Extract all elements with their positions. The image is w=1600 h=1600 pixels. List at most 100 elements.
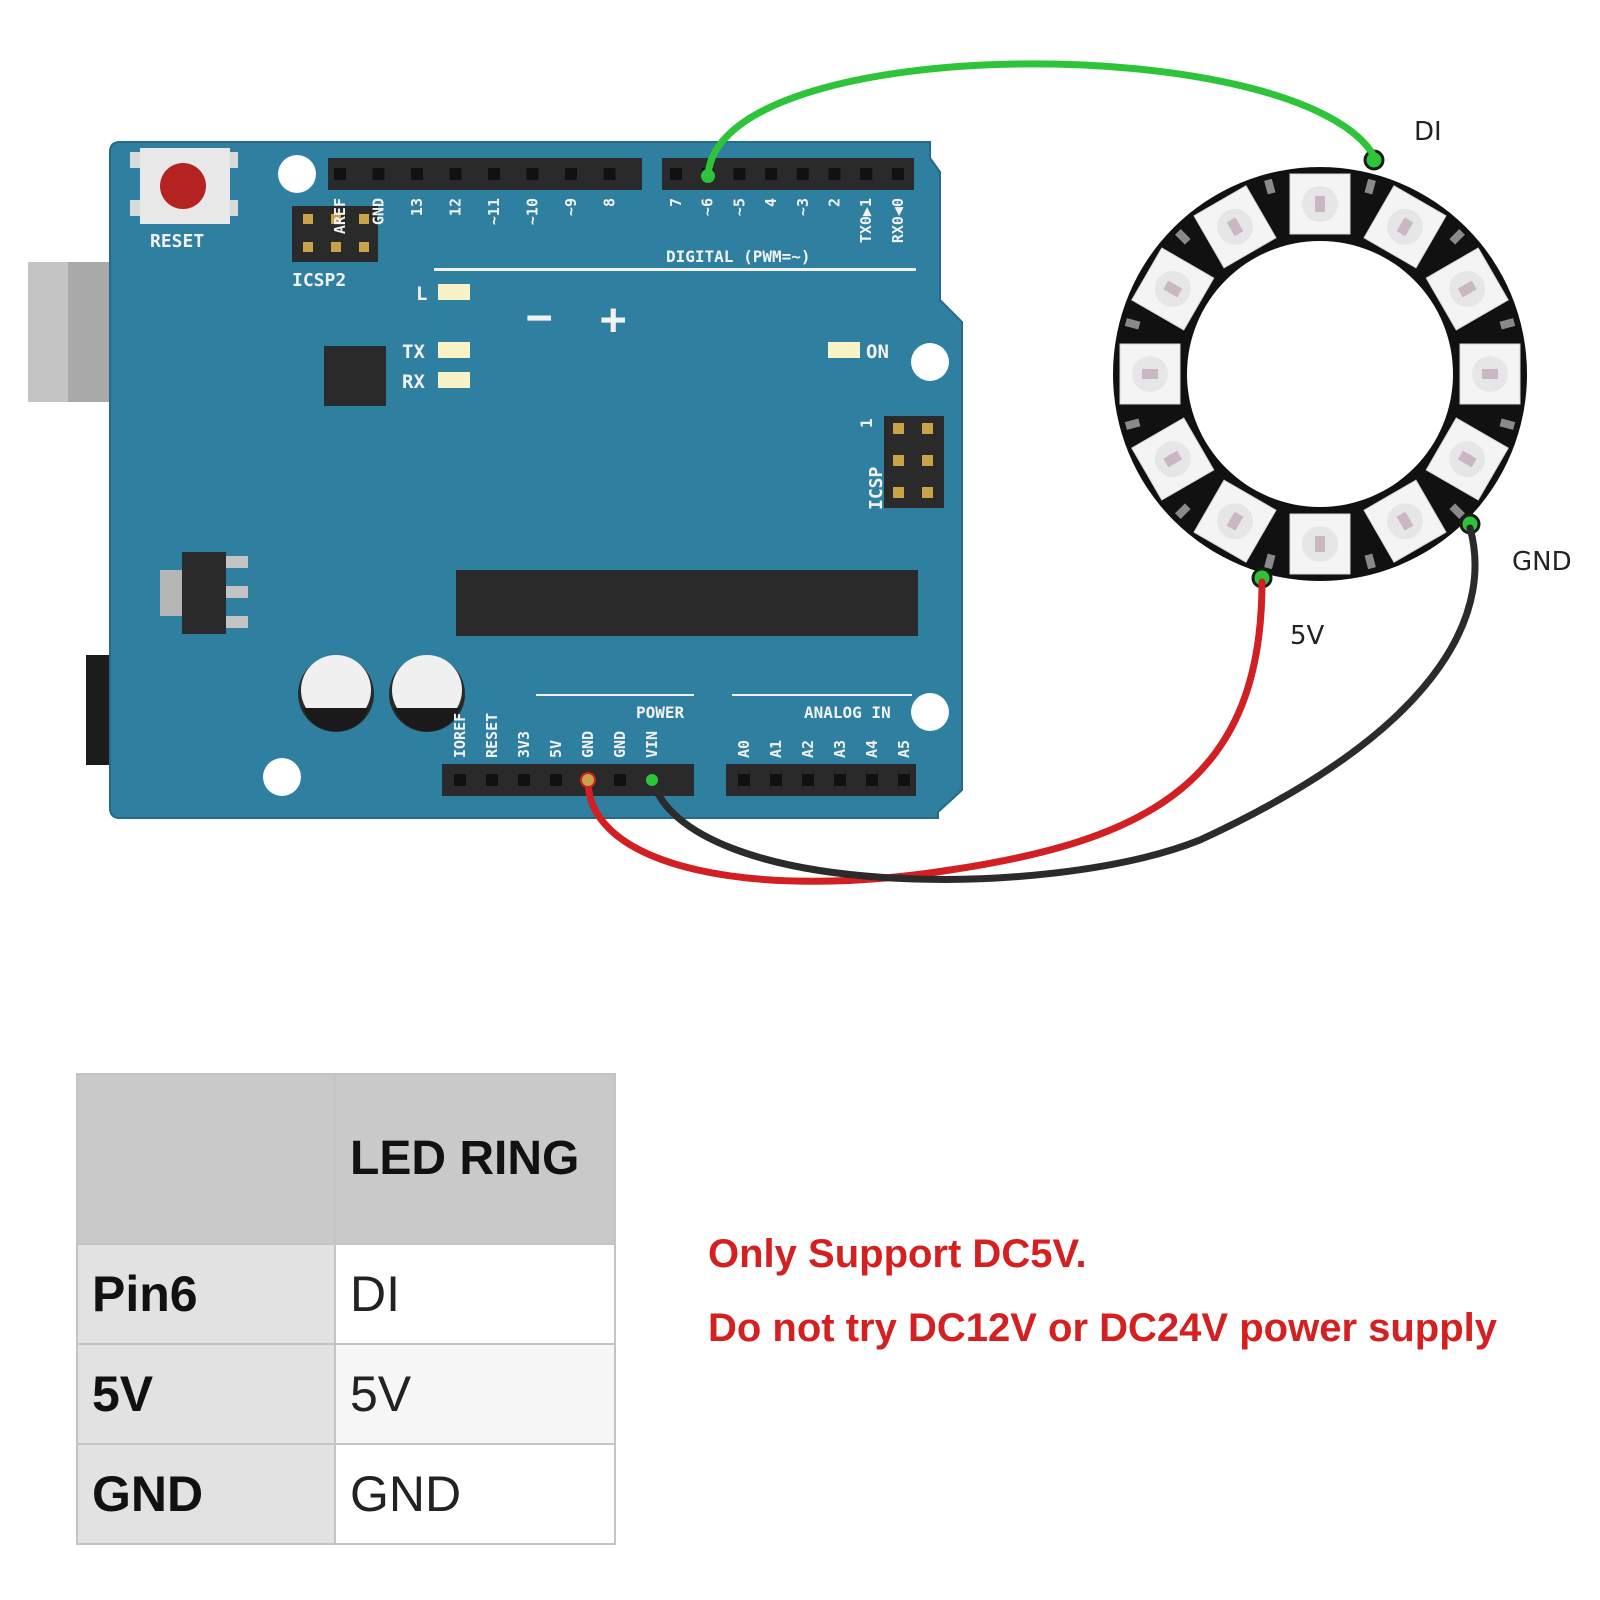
led-package [1289,513,1351,575]
wiring-table: LED RING Pin6 DI 5V 5V GND GND [76,1073,616,1545]
led-l [438,284,470,300]
ring-resistor [1124,418,1141,430]
mounting-hole [263,758,301,796]
pin-label: AREF [331,198,349,234]
header-pin [802,774,814,786]
pin-label: 8 [601,198,619,207]
led-rx [438,372,470,388]
ring-label-di: DI [1414,117,1442,147]
header-pin [796,168,809,180]
ring-resistor [1264,178,1276,195]
table-header-empty [76,1073,336,1245]
pin-label: ~10 [524,198,542,225]
led-package [1425,417,1509,501]
analog-label: ANALOG IN [804,703,891,722]
digital-label: DIGITAL (PWM=~) [666,247,811,266]
led-l-label: L [416,283,427,305]
silkscreen-line [434,268,916,271]
header-pin [765,168,778,180]
power-label: POWER [636,703,685,722]
ring-resistor [1364,178,1376,195]
header-pin [454,774,466,786]
ring-resistor [1175,229,1191,245]
header-pin [486,774,498,786]
led-package [1193,185,1277,269]
pin-label: 12 [447,198,465,216]
led-package [1193,479,1277,563]
table-cell: DI [334,1243,616,1345]
pin-label: ~6 [699,198,717,216]
led-tx [438,342,470,358]
capacitor [298,655,374,732]
ring-resistor [1499,418,1516,430]
gnd-wire-end [644,772,660,788]
pin-label: ~11 [485,198,503,225]
pin-label: TX0▶1 [857,198,875,243]
pin-label: A4 [863,740,881,758]
ring-resistor [1449,503,1465,519]
ring-resistor [1364,553,1376,570]
mounting-hole [911,343,949,381]
header-pin [828,168,841,180]
pin-label: 13 [408,198,426,216]
pin-label: 5V [547,740,565,758]
ring-resistor [1264,553,1276,570]
header-pin [770,774,782,786]
header-pin [898,774,910,786]
arduino-board [109,141,963,819]
led-package [1289,173,1351,235]
header-pin [488,168,500,180]
pin-label: A1 [767,740,785,758]
header-pin [334,168,346,180]
header-pin [411,168,423,180]
silkscreen-line [732,694,912,696]
pin-label: A5 [895,740,913,758]
warning-line-1: Only Support DC5V. [708,1232,1087,1276]
table-header-row: LED RING [76,1073,616,1245]
table-row: GND GND [76,1443,616,1545]
microcontroller-chip [456,570,918,636]
pin-label: 7 [667,198,685,207]
pin-label: A2 [799,740,817,758]
pin-label: RX0◀0 [889,198,907,243]
led-ring [1113,149,1527,589]
header-pin [834,774,846,786]
led-package [1131,417,1215,501]
header-pin [449,168,462,180]
table-row: Pin6 DI [76,1243,616,1345]
pin-label: A0 [735,740,753,758]
5v-wire-end [580,772,596,788]
ring-resistor [1124,318,1141,330]
header-pin [565,168,577,180]
led-on-label: ON [866,341,889,363]
led-rx-label: RX [402,371,425,393]
pin-label: 3V3 [515,731,533,758]
led-tx-label: TX [402,341,425,363]
ring-label-gnd: GND [1512,547,1572,577]
data-wire [704,60,1378,180]
pin6-wire-end [701,169,715,183]
pin-label: GND [370,198,388,225]
reset-button[interactable] [130,148,238,224]
header-pin [860,168,873,180]
ring-label-5v: 5V [1290,621,1325,651]
table-row: 5V 5V [76,1343,616,1445]
pin-label: IOREF [451,713,469,758]
header-pin [526,168,539,180]
led-on [828,342,860,358]
ring-resistor [1175,503,1191,519]
silkscreen-line [536,694,694,696]
icsp-pin1-label: 1 [857,418,876,428]
pin-label: ~9 [562,198,580,216]
ring-resistor [1499,318,1516,330]
header-pin [614,774,626,786]
voltage-regulator [160,552,248,634]
led-package [1131,247,1215,331]
icsp2-header [292,206,378,262]
pin-label: RESET [483,713,501,758]
mounting-hole [911,693,949,731]
table-row-header: 5V [76,1343,336,1445]
ring-resistor [1449,229,1465,245]
led-package [1363,185,1447,269]
